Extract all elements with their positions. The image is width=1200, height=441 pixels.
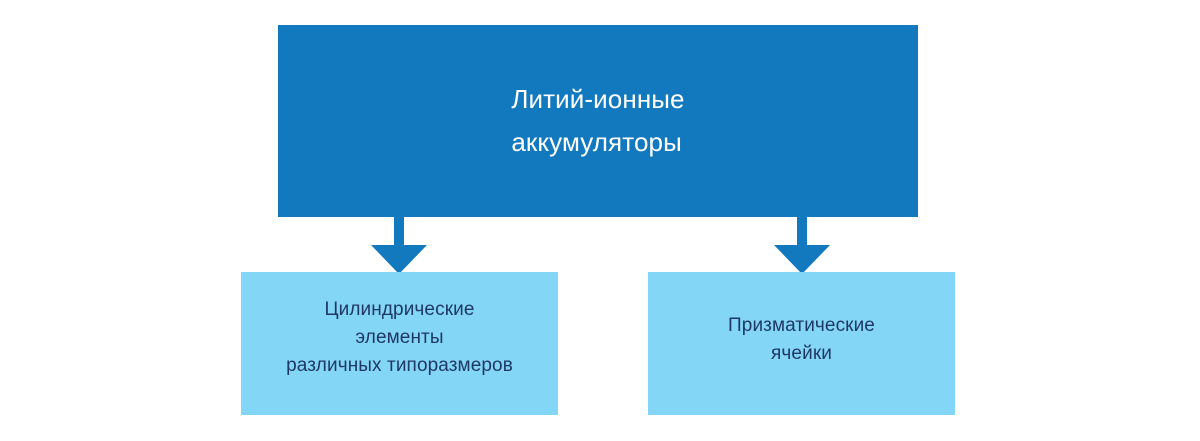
down-arrow-icon — [371, 216, 427, 274]
arrow-root-to-prismatic — [774, 216, 830, 274]
node-lithium-ion-batteries[interactable]: Литий-ионные аккумуляторы — [278, 25, 918, 217]
down-arrow-icon — [774, 216, 830, 274]
arrow-root-to-cylindrical — [371, 216, 427, 274]
node-lithium-ion-batteries-label: Литий-ионные аккумуляторы — [511, 84, 685, 157]
node-cylindrical-cells[interactable]: Цилиндрические элементы различных типора… — [241, 272, 558, 415]
node-prismatic-cells[interactable]: Призматические ячейки — [648, 272, 955, 415]
node-cylindrical-cells-label: Цилиндрические элементы различных типора… — [286, 298, 513, 376]
node-prismatic-cells-label: Призматические ячейки — [728, 314, 875, 364]
